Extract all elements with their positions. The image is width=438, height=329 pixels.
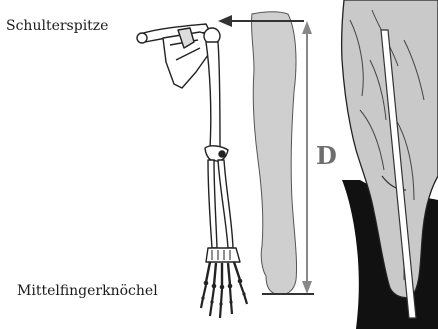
shoulder-tip-label: Schulterspitze — [6, 18, 108, 34]
measured-arm-figure — [342, 0, 438, 329]
metacarpal-bones — [206, 262, 240, 286]
humerus-bone — [206, 42, 220, 148]
radius-bone — [218, 160, 233, 248]
carpal-bones — [206, 248, 240, 262]
arm-skeleton-illustration — [137, 24, 247, 318]
arm-silhouette — [251, 12, 296, 295]
middle-finger-knuckle-label: Mittelfingerknöchel — [17, 283, 158, 299]
ulna-bone — [208, 160, 217, 248]
dimension-label: D — [316, 141, 337, 170]
finger-bones — [201, 283, 247, 318]
